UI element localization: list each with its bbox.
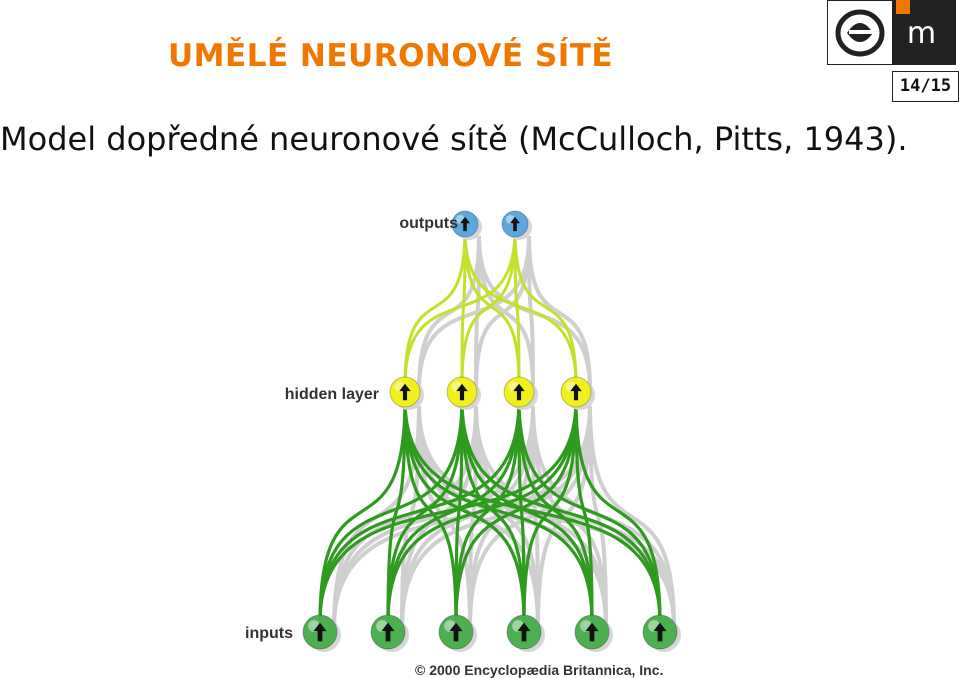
output-node — [501, 210, 532, 240]
link-shadow — [531, 405, 540, 629]
input-hidden-link — [403, 399, 594, 623]
links — [318, 229, 662, 623]
input-node — [642, 614, 681, 652]
faculty-emblem-icon — [835, 9, 885, 57]
input-hidden-link — [386, 399, 464, 623]
output-node — [451, 210, 482, 240]
hidden-output-link — [403, 229, 517, 385]
arrow-up-icon — [313, 622, 327, 642]
arrow-up-icon — [513, 383, 525, 401]
outputs-label: outputs — [399, 215, 458, 232]
logo-text: m p — [892, 1, 955, 64]
input-hidden-link — [522, 399, 578, 623]
input-hidden-link — [318, 399, 521, 623]
input-node — [370, 614, 409, 652]
link-shadow — [474, 235, 531, 391]
link-shadow — [588, 405, 608, 629]
link-shadow — [417, 405, 608, 629]
arrow-up-icon — [509, 216, 521, 232]
neural-network-diagram: outputs hidden layer inputs © 2000 Encyc… — [245, 210, 681, 678]
page-number: 14/15 — [892, 71, 959, 102]
link-shadow — [477, 235, 535, 391]
input-hidden-link — [318, 399, 407, 623]
inputs-label: inputs — [245, 625, 293, 642]
logo-accent — [896, 0, 910, 14]
input-hidden-link — [386, 399, 521, 623]
input-hidden-link — [574, 399, 594, 623]
nodes — [302, 210, 681, 652]
arrow-up-icon — [653, 622, 667, 642]
input-hidden-link — [517, 399, 526, 623]
input-hidden-link — [460, 399, 662, 623]
input-node — [506, 614, 545, 652]
input-node — [438, 614, 477, 652]
input-hidden-link — [574, 399, 662, 623]
input-node — [302, 614, 341, 652]
hidden-node — [446, 376, 481, 410]
link-shadow — [474, 405, 676, 629]
input-hidden-link — [517, 399, 662, 623]
arrow-up-icon — [517, 622, 531, 642]
arrow-up-icon — [570, 383, 582, 401]
slide-subtitle: Model dopředné neuronové sítě (McCulloch… — [0, 120, 908, 158]
faculty-logo: m p — [827, 0, 956, 65]
arrow-up-icon — [459, 216, 471, 232]
input-hidden-link — [454, 399, 521, 623]
hidden-output-link — [460, 229, 467, 385]
hidden-node — [389, 376, 424, 410]
arrow-up-icon — [585, 622, 599, 642]
input-hidden-link — [403, 399, 662, 623]
copyright-text: © 2000 Encyclopædia Britannica, Inc. — [415, 662, 663, 678]
hidden-output-link — [460, 229, 517, 385]
hidden-output-link — [463, 229, 578, 385]
link-shadow — [417, 235, 531, 391]
link-shadows — [332, 235, 676, 629]
slide-title: UMĚLÉ NEURONOVÉ SÍTĚ — [168, 38, 614, 74]
input-hidden-link — [403, 399, 458, 623]
link-shadow — [468, 405, 592, 629]
hidden-node — [503, 376, 538, 410]
input-hidden-link — [386, 399, 578, 623]
hidden-node — [560, 376, 595, 410]
input-hidden-link — [454, 399, 578, 623]
input-hidden-link — [318, 399, 578, 623]
link-shadow — [417, 235, 481, 391]
link-shadow — [400, 405, 592, 629]
arrow-up-icon — [456, 383, 468, 401]
link-shadow — [332, 405, 478, 629]
arrow-up-icon — [381, 622, 395, 642]
arrow-up-icon — [449, 622, 463, 642]
input-node — [574, 614, 613, 652]
input-hidden-link — [386, 399, 407, 623]
input-hidden-link — [403, 399, 526, 623]
hidden-output-link — [513, 229, 578, 385]
arrow-up-icon — [399, 383, 411, 401]
link-shadow — [588, 405, 676, 629]
link-shadow — [474, 235, 481, 391]
hidden-layer-label: hidden layer — [285, 386, 379, 403]
hidden-output-link — [403, 229, 467, 385]
hidden-output-link — [463, 229, 521, 385]
input-hidden-link — [454, 399, 464, 623]
input-hidden-link — [318, 399, 464, 623]
link-shadow — [527, 235, 592, 391]
